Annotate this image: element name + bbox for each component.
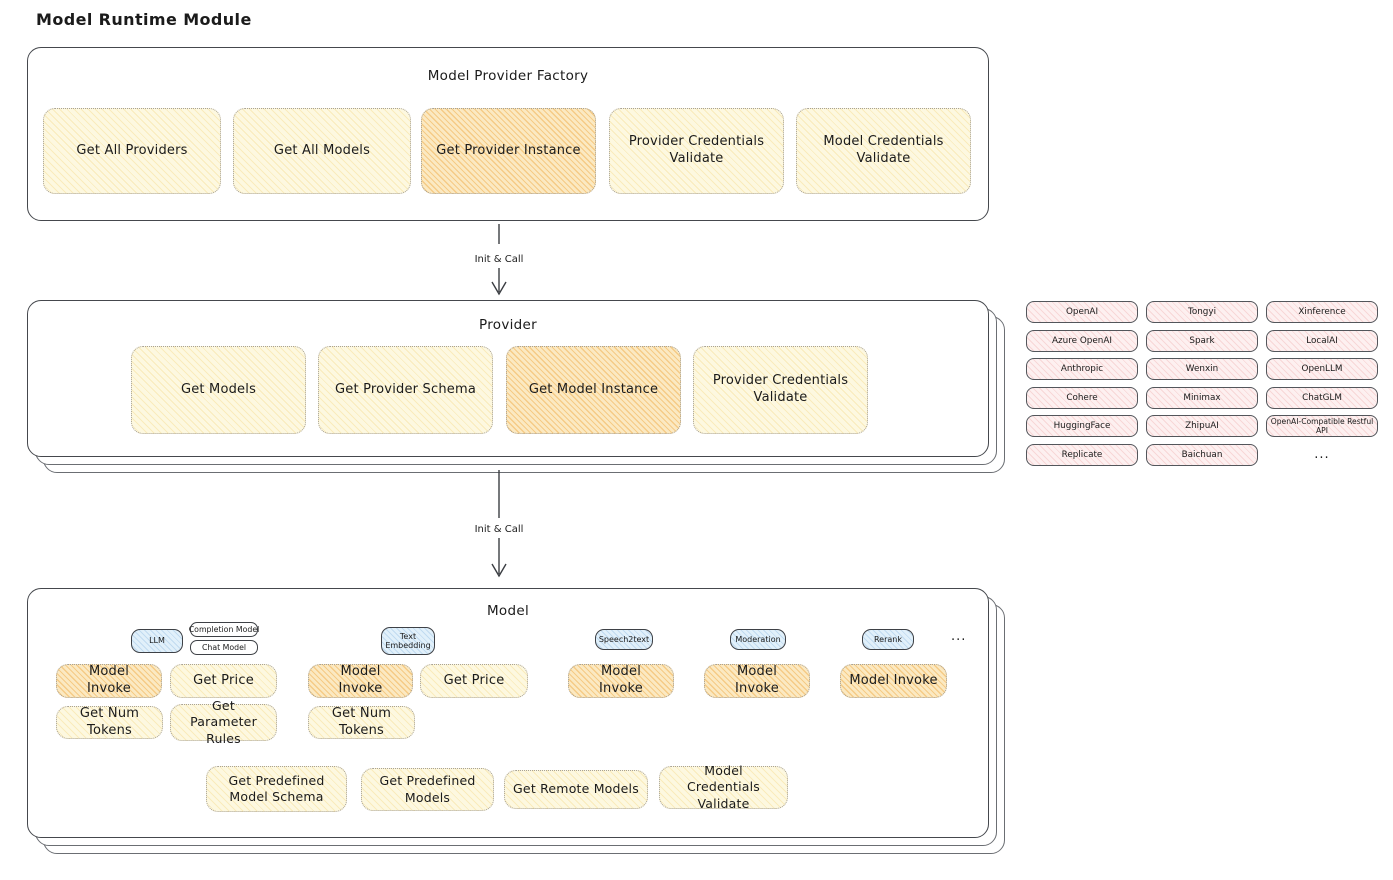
rerank-model-invoke-button: Model Invoke <box>840 664 947 698</box>
provider-credentials-validate-button: Provider Credentials Validate <box>609 108 784 194</box>
provider-catalog-more: ... <box>1314 447 1330 462</box>
model-credentials-validate-button: Model Credentials Validate <box>796 108 971 194</box>
provider-item-wenxin: Wenxin <box>1146 358 1258 380</box>
get-remote-models-button: Get Remote Models <box>504 770 648 809</box>
get-predefined-model-schema-button: Get Predefined Model Schema <box>206 766 347 812</box>
factory-title: Model Provider Factory <box>427 68 589 84</box>
llm-get-price-button: Get Price <box>170 664 277 698</box>
speech2text-model-invoke-button: Model Invoke <box>568 664 674 698</box>
llm-model-invoke-button: Model Invoke <box>56 664 162 698</box>
moderation-model-invoke-button: Model Invoke <box>704 664 810 698</box>
provider-item-azure-openai: Azure OpenAI <box>1026 329 1138 352</box>
provider-item-spark: Spark <box>1146 329 1258 352</box>
text-embedding-get-num-tokens-button: Get Num Tokens <box>308 706 415 739</box>
provider-item-cohere: Cohere <box>1026 386 1138 409</box>
provider-item-zhipuai: ZhipuAI <box>1146 415 1258 437</box>
init-call-label-2: Init & Call <box>475 524 524 535</box>
provider-item-openai: OpenAI <box>1026 301 1138 323</box>
llm-get-num-tokens-button: Get Num Tokens <box>56 706 163 739</box>
get-all-models-button: Get All Models <box>233 108 411 194</box>
get-provider-schema-button: Get Provider Schema <box>318 346 493 434</box>
provider-item-openai-compatible: OpenAI-Compatible Restful API <box>1266 415 1378 437</box>
completion-model-tag: Completion Model <box>189 622 259 637</box>
moderation-type-pill: Moderation <box>730 629 786 650</box>
provider-item-tongyi: Tongyi <box>1146 301 1258 323</box>
get-model-instance-button: Get Model Instance <box>506 346 681 434</box>
provider-credentials-validate-button-2: Provider Credentials Validate <box>693 346 868 434</box>
init-call-arrow-2: Init & Call <box>475 470 524 578</box>
text-embedding-model-invoke-button: Model Invoke <box>308 664 413 698</box>
provider-item-anthropic: Anthropic <box>1026 358 1138 380</box>
provider-item-openllm: OpenLLM <box>1266 358 1378 380</box>
provider-item-replicate: Replicate <box>1026 443 1138 466</box>
get-provider-instance-button: Get Provider Instance <box>421 108 596 194</box>
llm-get-parameter-rules-button: Get Parameter Rules <box>170 698 277 746</box>
init-call-label-1: Init & Call <box>475 254 524 265</box>
factory-box: Model Provider Factory Get All Providers… <box>27 47 989 221</box>
text-embedding-type-pill: Text Embedding <box>381 627 435 655</box>
provider-title: Provider <box>479 317 537 333</box>
provider-item-baichuan: Baichuan <box>1146 443 1258 466</box>
page-title: Model Runtime Module <box>36 10 252 29</box>
provider-item-minimax: Minimax <box>1146 386 1258 409</box>
get-all-providers-button: Get All Providers <box>43 108 221 194</box>
model-box: Model LLM Completion Model Chat Model Te… <box>27 588 989 838</box>
speech2text-type-pill: Speech2text <box>595 629 653 650</box>
provider-box: Provider Get Models Get Provider Schema … <box>27 300 989 457</box>
text-embedding-get-price-button: Get Price <box>420 664 528 698</box>
get-models-button: Get Models <box>131 346 306 434</box>
provider-item-localai: LocalAI <box>1266 329 1378 352</box>
llm-type-pill: LLM <box>131 629 183 653</box>
provider-item-chatglm: ChatGLM <box>1266 386 1378 409</box>
model-types-more: ... <box>951 629 967 644</box>
provider-item-huggingface: HuggingFace <box>1026 415 1138 437</box>
provider-catalog: OpenAI Tongyi Xinference Azure OpenAI Sp… <box>1026 301 1378 466</box>
chat-model-tag: Chat Model <box>190 640 258 655</box>
init-call-arrow-1: Init & Call <box>475 224 524 296</box>
model-credentials-validate-button-2: Model Credentials Validate <box>659 763 788 811</box>
rerank-type-pill: Rerank <box>862 629 914 650</box>
provider-item-xinference: Xinference <box>1266 301 1378 323</box>
model-title: Model <box>486 603 530 619</box>
get-predefined-models-button: Get Predefined Models <box>361 768 494 811</box>
